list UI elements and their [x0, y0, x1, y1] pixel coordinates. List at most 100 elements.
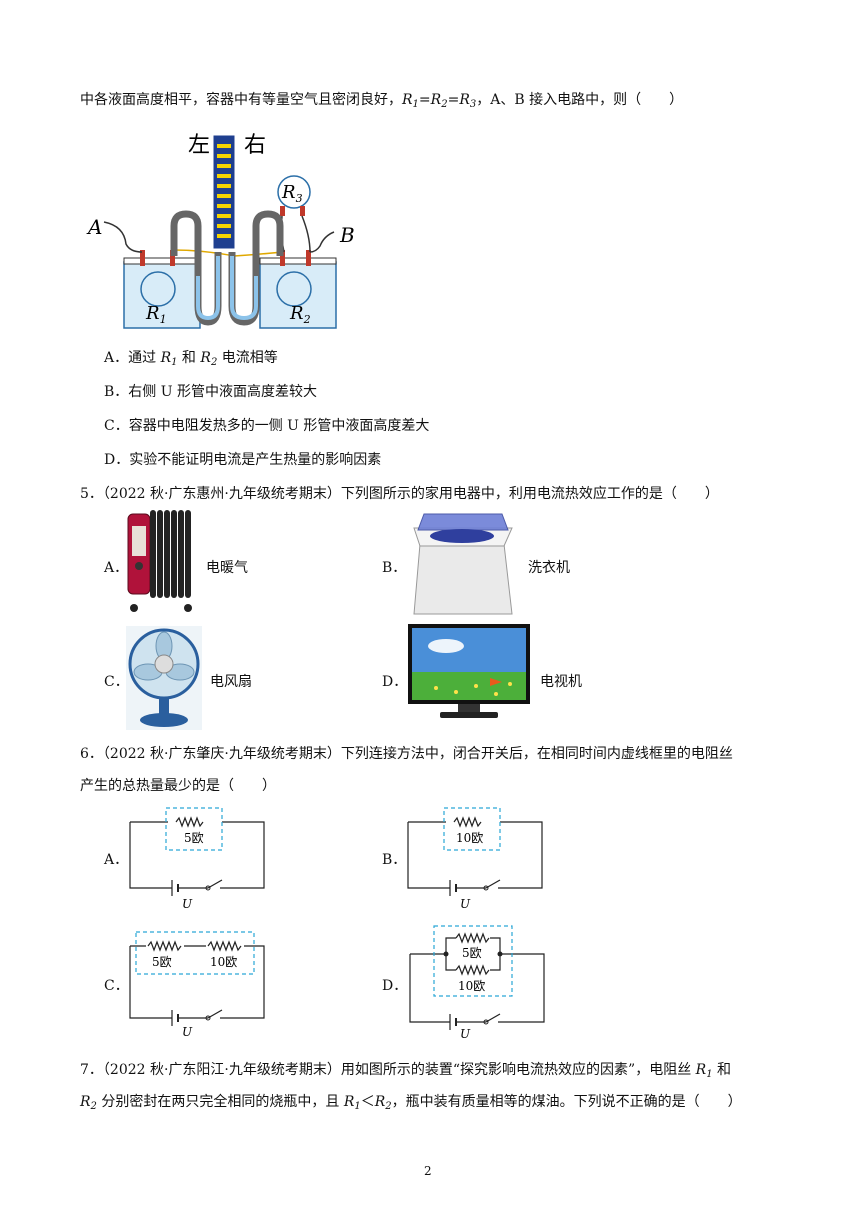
circuit-a-voltage: U	[182, 897, 193, 911]
diagram-r3-label: R3	[281, 182, 303, 205]
q4-option-b[interactable]: B．右侧 U 形管中液面高度差较大	[104, 384, 317, 400]
q5-option-d-letter[interactable]: D．	[382, 674, 408, 690]
q4-r1: R	[402, 92, 413, 108]
q4-stem-tail: ，A、B 接入电路中，则（ ）	[476, 92, 684, 108]
heater-fins	[150, 510, 191, 598]
q6-stem-line-1: 6．（2022 秋·广东肇庆·九年级统考期末）下列连接方法中，闭合开关后，在相同…	[80, 746, 733, 762]
q4-option-a-r2: R	[200, 350, 211, 366]
q4-option-a[interactable]: A．通过 R1 和 R2 电流相等	[104, 348, 278, 373]
q7-line2-r2: R	[80, 1094, 91, 1110]
r3-electrode-1	[280, 206, 285, 216]
q4-option-a-label: A．通过	[104, 350, 161, 366]
heater-knob	[135, 562, 143, 570]
q6-option-a-letter[interactable]: A．	[104, 852, 129, 868]
circuit-b-dashed-box	[443, 807, 501, 851]
tv-neck	[458, 704, 480, 712]
q7-line1-text: 7．（2022 秋·广东阳江·九年级统考期末）用如图所示的装置“探究影响电流热效…	[80, 1062, 696, 1078]
q4-apparatus-diagram: 左 右 A B R1 R2 R3	[86, 133, 355, 329]
q7-line1-r-sub: 1	[706, 1069, 713, 1080]
q4-eq1: =	[418, 92, 431, 108]
q4-eq2: =	[447, 92, 460, 108]
circuit-c-voltage: U	[182, 1025, 193, 1039]
right-electrode-2	[306, 250, 311, 266]
left-u-tube-liquid	[196, 256, 220, 321]
q5-stem: 5．（2022 秋·广东惠州·九年级统考期末）下列图所示的家用电器中，利用电流热…	[80, 486, 719, 502]
desk-fan-icon	[126, 626, 202, 730]
circuit-c-resistor-1	[147, 940, 182, 952]
heater-wheel-1	[130, 604, 138, 612]
television-icon	[408, 624, 530, 718]
circuit-d-node-right	[497, 951, 503, 957]
q7-line2-less-than: ＜	[360, 1094, 375, 1110]
q6-stem-line-2: 产生的总热量最少的是（ ）	[80, 778, 276, 794]
circuit-b-resistor-label: 10欧	[456, 831, 483, 845]
circuit-c-dashed-box	[135, 931, 255, 975]
diagram-terminal-b: B	[339, 223, 355, 247]
circuit-b-switch	[485, 879, 501, 889]
q4-r3: R	[459, 92, 470, 108]
scale-ticks	[217, 144, 231, 238]
left-container-lid	[123, 257, 201, 265]
q4-stem: 中各液面高度相平，容器中有等量空气且密闭良好，R1=R2=R3，A、B 接入电路…	[80, 90, 683, 115]
circuit-b-voltage: U	[460, 897, 471, 911]
fan-base	[140, 713, 188, 727]
q5-option-a-letter[interactable]: A．	[104, 560, 129, 576]
wire-b	[309, 231, 335, 253]
circuit-d-resistor-1	[455, 932, 490, 944]
q6-option-c-letter[interactable]: C．	[104, 978, 129, 994]
circuit-c-switch-pivot	[205, 1015, 211, 1021]
q6-option-d-letter[interactable]: D．	[382, 978, 408, 994]
circuit-c-switch	[207, 1009, 223, 1019]
circuit-c-resistor-2-label: 10欧	[210, 955, 237, 969]
q4-r1-sub: 1	[412, 99, 419, 110]
q4-option-a-tail: 电流相等	[217, 350, 278, 366]
circuit-b-wires	[407, 821, 543, 889]
circuit-d-switch-pivot	[483, 1019, 489, 1025]
circuit-d-parallel-wires	[445, 937, 501, 971]
q7-line2-tail: ，瓶中装有质量相等的煤油。下列说不正确的是（ ）	[391, 1094, 742, 1110]
circuit-c-resistor-1-label: 5欧	[152, 955, 172, 969]
q4-option-d[interactable]: D．实验不能证明电流是产生热量的影响因素	[104, 452, 382, 468]
circuit-a-dashed-box	[165, 807, 223, 851]
q7-line1-tail: 和	[712, 1062, 732, 1078]
washer-lid	[417, 513, 509, 531]
q5-option-b-letter[interactable]: B．	[382, 560, 407, 576]
q5-option-c-name: 电风扇	[210, 674, 252, 690]
diagram-right-label: 右	[244, 133, 266, 158]
diagram-r2-label: R2	[289, 303, 311, 326]
left-u-tube	[170, 210, 222, 326]
q4-option-a-r1: R	[160, 350, 172, 366]
circuit-a-resistor	[175, 816, 204, 828]
q6-option-b-letter[interactable]: B．	[382, 852, 407, 868]
q7-stem-line-2: R2 分别密封在两只完全相同的烧瓶中，且 R1＜R2，瓶中装有质量相等的煤油。下…	[80, 1092, 742, 1117]
right-u-tube	[228, 210, 284, 326]
q4-r2-sub: 2	[441, 99, 448, 110]
q5-option-d-name: 电视机	[540, 674, 582, 690]
circuit-a-diagram: 5欧 U	[129, 807, 265, 911]
q7-line2-text: 分别密封在两只完全相同的烧瓶中，且	[96, 1094, 344, 1110]
q5-option-a-name: 电暖气	[206, 560, 248, 576]
left-electrode-1	[140, 250, 145, 266]
wire-series	[173, 249, 283, 257]
right-container-lid	[259, 257, 337, 265]
circuit-a-switch	[207, 879, 223, 889]
q7-line2-r1-sub: 1	[354, 1101, 361, 1112]
q7-line2-r2b-sub: 2	[385, 1101, 392, 1112]
circuit-b-diagram: 10欧 U	[407, 807, 543, 911]
wire-a	[103, 221, 143, 253]
q5-option-c-letter[interactable]: C．	[104, 674, 129, 690]
q4-option-c[interactable]: C．容器中电阻发热多的一侧 U 形管中液面高度差大	[104, 418, 430, 434]
left-electrode-2	[170, 250, 175, 266]
diagram-r1-label: R1	[145, 303, 167, 326]
circuit-d-wires	[409, 953, 545, 1023]
circuit-d-voltage: U	[460, 1027, 471, 1040]
scale-board	[213, 135, 235, 249]
q4-stem-text: 中各液面高度相平，容器中有等量空气且密闭良好，	[80, 92, 402, 108]
circuit-b-resistor	[453, 816, 482, 828]
q7-line1-r: R	[695, 1062, 707, 1078]
heater-display	[132, 526, 146, 556]
tv-grass	[412, 672, 526, 700]
circuit-d-node-left	[443, 951, 449, 957]
q4-option-a-mid: 和	[177, 350, 201, 366]
circuit-d-resistor-1-label: 5欧	[462, 946, 482, 960]
